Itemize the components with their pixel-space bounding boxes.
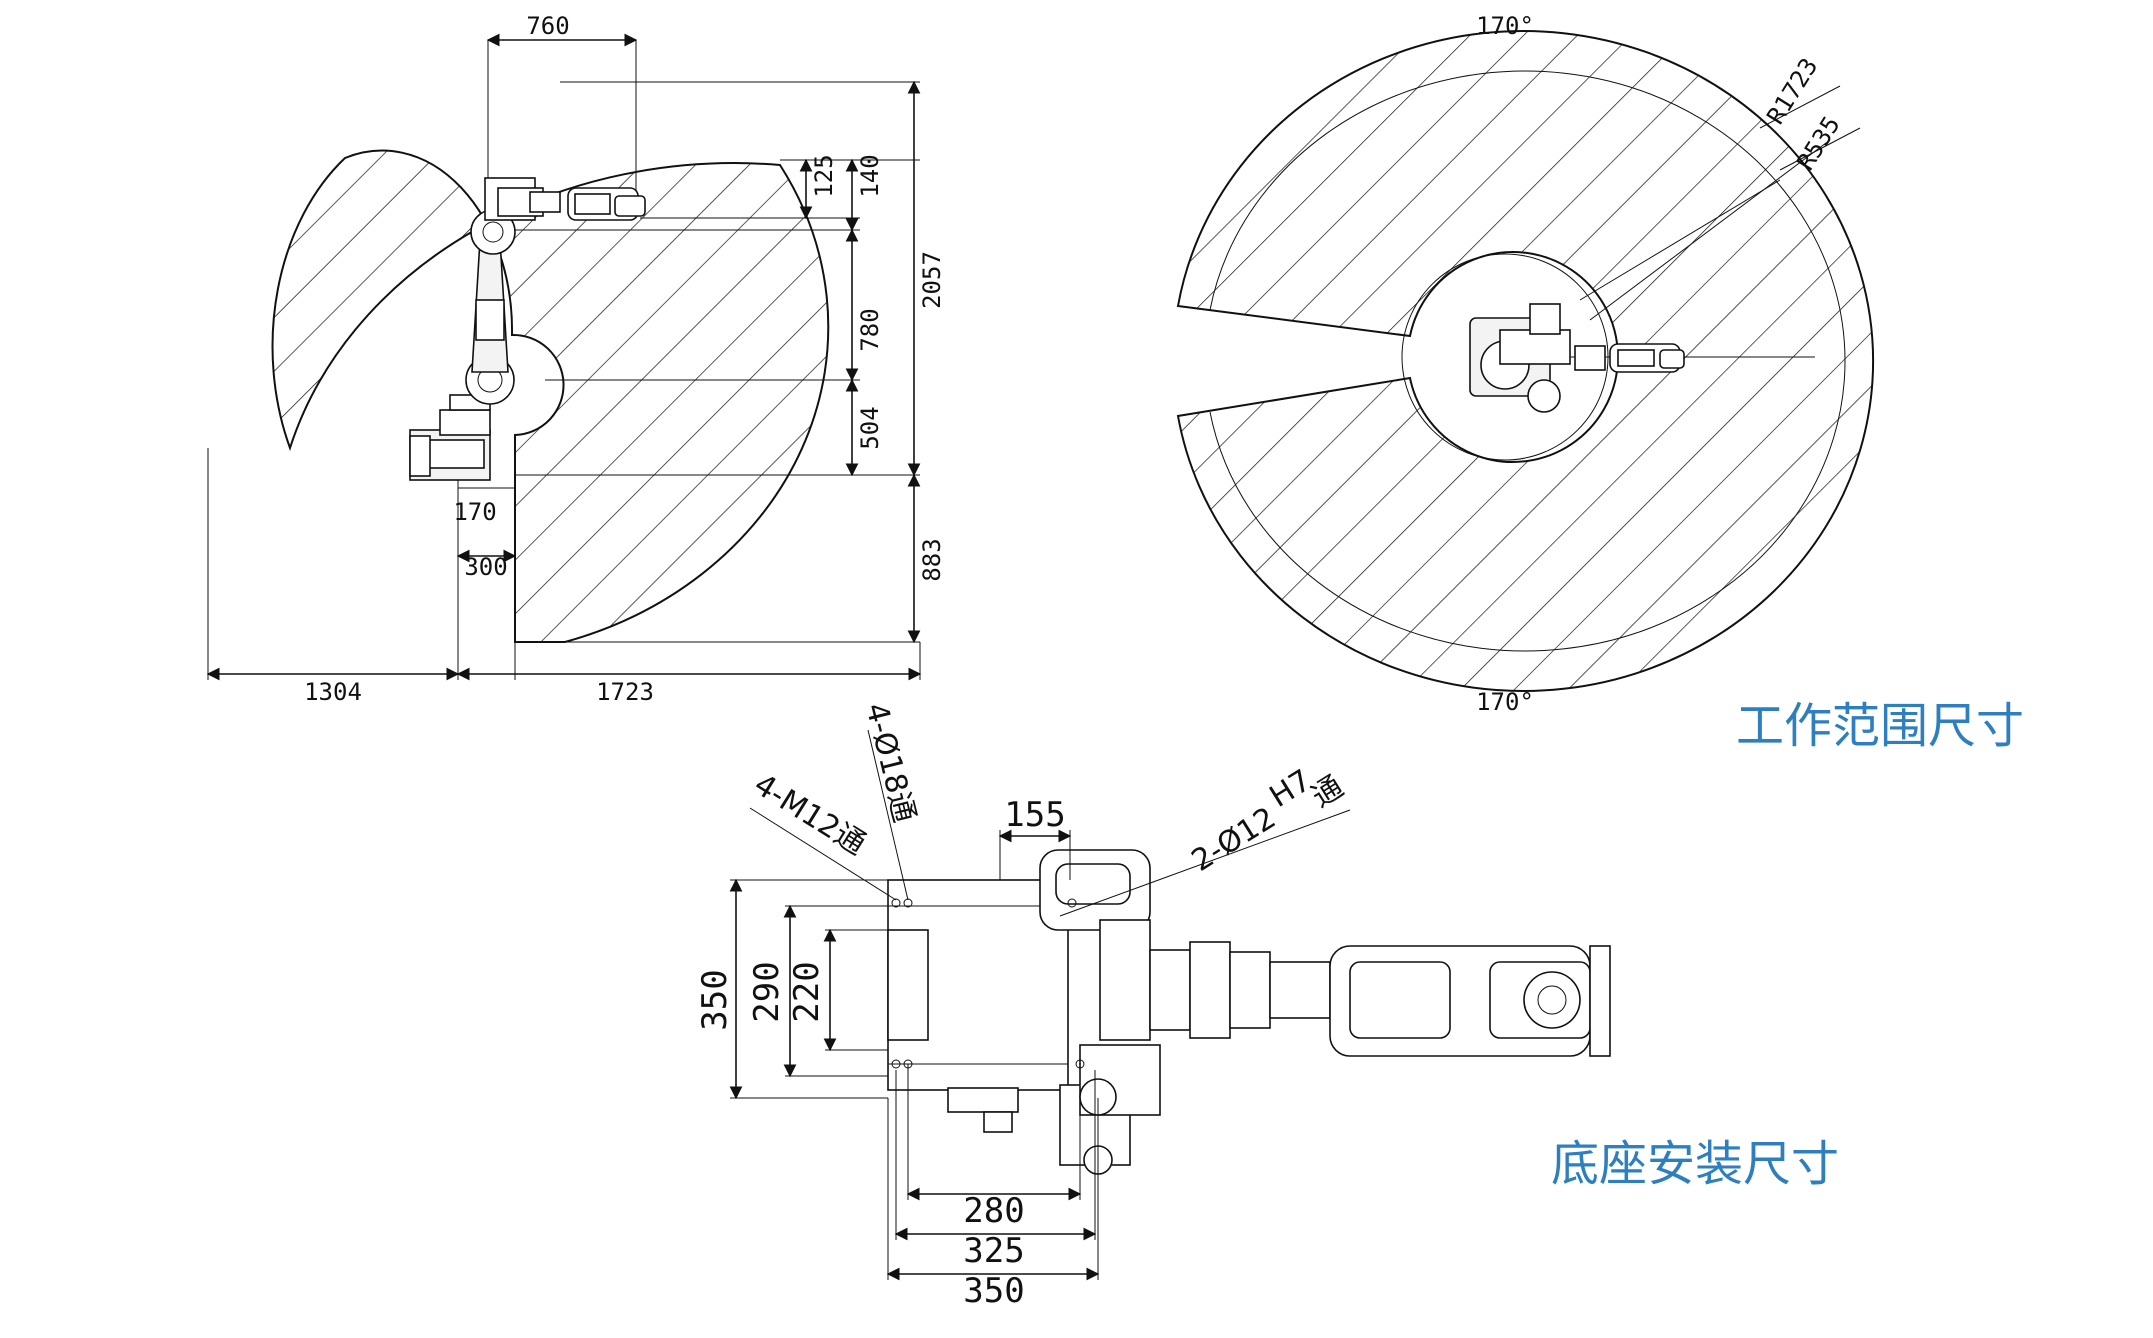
dim-290: 290 <box>747 961 787 1022</box>
robot-side-silhouette <box>409 177 646 481</box>
title-workspace: 工作范围尺寸 <box>1736 698 2024 754</box>
robot-top-silhouette <box>1469 303 1685 413</box>
note-thru: 通 <box>1306 769 1350 815</box>
dim-350-v: 350 <box>695 969 735 1030</box>
dim-220: 220 <box>787 961 827 1022</box>
dim-1304: 1304 <box>304 678 362 706</box>
dim-2057: 2057 <box>918 251 946 309</box>
title-base: 底座安装尺寸 <box>1551 1136 1839 1192</box>
dim-170: 170 <box>453 498 496 526</box>
dim-780: 780 <box>856 308 884 351</box>
dim-155: 155 <box>1004 795 1065 835</box>
top-workspace-area <box>1176 30 1875 692</box>
dim-504: 504 <box>856 406 884 449</box>
dim-350-h: 350 <box>963 1271 1024 1311</box>
base-view: 155 350 290 220 280 325 350 <box>695 699 1839 1311</box>
note-phi18: 4-Ø18通 <box>858 699 921 826</box>
dim-280: 280 <box>963 1191 1024 1231</box>
radius-inner: R535 <box>1791 111 1845 175</box>
dim-325: 325 <box>963 1231 1024 1271</box>
dim-300: 300 <box>464 553 507 581</box>
dim-125: 125 <box>810 154 838 197</box>
dim-760: 760 <box>526 12 569 40</box>
side-dimensions: 760 125 140 780 504 2057 883 <box>206 12 946 706</box>
side-view: 760 125 140 780 504 2057 883 <box>206 12 946 706</box>
note-m12: 4-M12通 <box>748 767 872 862</box>
angle-bottom: 170° <box>1476 688 1534 716</box>
radius-outer: R1723 <box>1761 53 1823 129</box>
dim-140: 140 <box>856 154 884 197</box>
base-dimensions: 155 350 290 220 280 325 350 <box>695 795 1100 1311</box>
dim-883: 883 <box>918 538 946 581</box>
dim-1723: 1723 <box>596 678 654 706</box>
top-view: 170° 170° R1723 R535 工作范围尺寸 <box>1176 12 2024 754</box>
angle-top: 170° <box>1476 12 1534 40</box>
side-workspace-area <box>271 149 830 643</box>
